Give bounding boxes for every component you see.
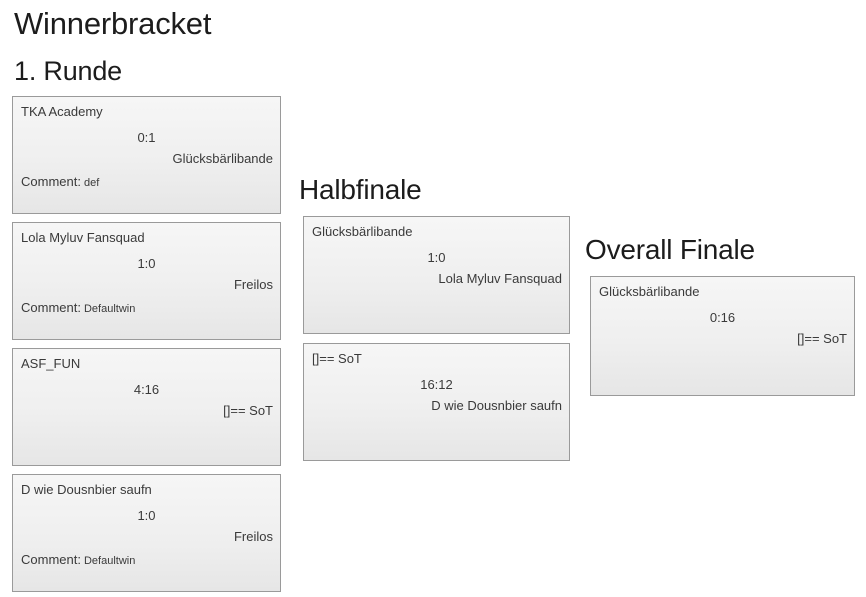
comment-label: Comment: [21,552,81,567]
match-box-r1-m2[interactable]: Lola Myluv Fansquad 1:0 Freilos Comment:… [12,222,281,340]
comment-value: def [83,177,100,189]
match-box-r1-m3[interactable]: ASF_FUN 4:16 []== SoT [12,348,281,466]
round-label-halbfinale: Halbfinale [299,174,422,205]
match-box-r1-m4[interactable]: D wie Dousnbier saufn 1:0 Freilos Commen… [12,474,281,592]
match-team2: D wie Dousnbier saufn [431,398,562,413]
match-score: 16:12 [420,377,453,392]
match-box-r1-m1[interactable]: TKA Academy 0:1 Glücksbärlibande Comment… [12,96,281,214]
round-label-overall-finale: Overall Finale [585,234,755,265]
match-team2: []== SoT [797,331,847,346]
match-score: 4:16 [133,382,160,397]
match-score: 0:1 [137,130,156,145]
match-team1: D wie Dousnbier saufn [21,482,152,497]
comment-label: Comment: [21,174,81,189]
match-team1: Glücksbärlibande [599,284,700,299]
match-team2: Lola Myluv Fansquad [438,271,562,286]
match-comment: Comment:def [21,174,272,189]
match-score: 0:16 [709,310,736,325]
match-team2: []== SoT [223,403,273,418]
match-box-hf-m1[interactable]: Glücksbärlibande 1:0 Lola Myluv Fansquad [303,216,570,334]
comment-value: Defaultwin [83,303,136,315]
match-team2: Glücksbärlibande [172,151,273,166]
bracket-title: Winnerbracket [14,6,212,41]
match-score: 1:0 [137,508,156,523]
match-box-hf-m2[interactable]: []== SoT 16:12 D wie Dousnbier saufn [303,343,570,461]
match-team2: Freilos [233,277,273,292]
comment-label: Comment: [21,300,81,315]
match-score: 1:0 [427,250,446,265]
comment-value: Defaultwin [83,555,136,567]
match-comment: Comment:Defaultwin [21,300,272,315]
match-team1: ASF_FUN [21,356,81,371]
round-label-1-runde: 1. Runde [14,56,122,86]
match-team1: []== SoT [312,351,362,366]
match-team1: Glücksbärlibande [312,224,413,239]
match-team1: Lola Myluv Fansquad [21,230,145,245]
match-comment: Comment:Defaultwin [21,552,272,567]
match-team2: Freilos [233,529,273,544]
match-box-finale[interactable]: Glücksbärlibande 0:16 []== SoT [590,276,855,396]
match-score: 1:0 [137,256,156,271]
match-team1: TKA Academy [21,104,103,119]
